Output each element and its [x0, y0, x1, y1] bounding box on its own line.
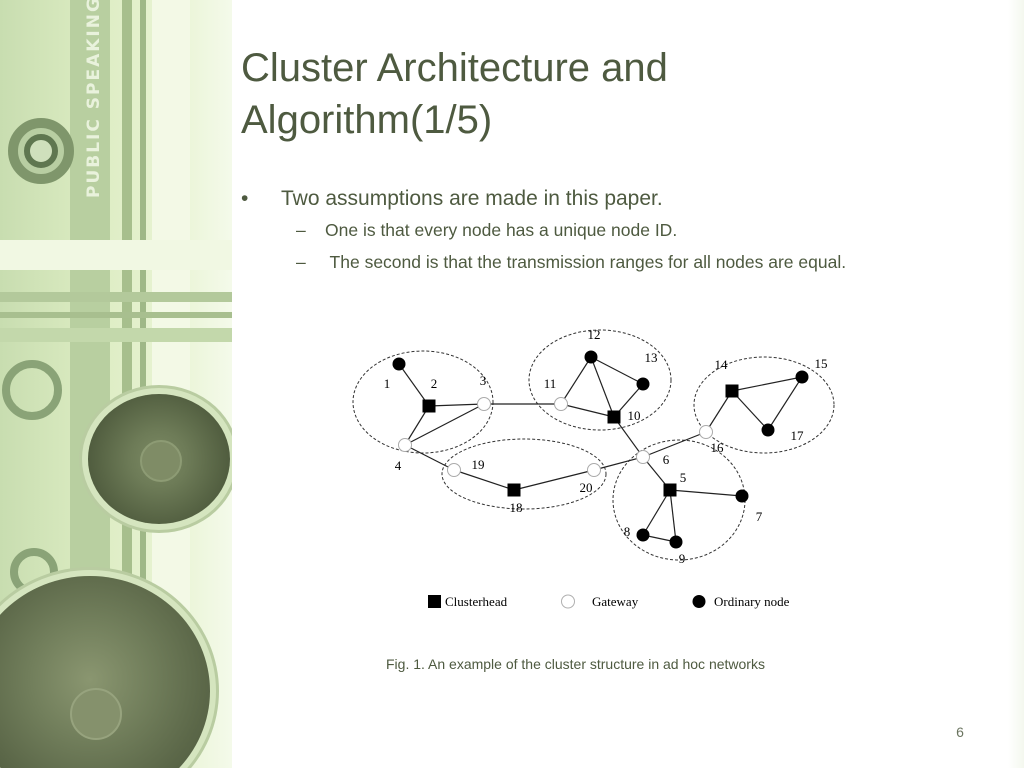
node-label-20: 20 [580, 480, 593, 495]
node-18-clusterhead [507, 483, 521, 497]
cluster-10-boundary [528, 329, 672, 431]
node-label-14: 14 [715, 357, 729, 372]
node-label-12: 12 [588, 327, 601, 342]
bullet-text: Two assumptions are made in this paper. [281, 187, 663, 210]
edge-6-16 [642, 431, 707, 458]
node-17-ordinary [761, 423, 775, 437]
edge-14-16 [705, 390, 733, 433]
sub-bullet-item: – The second is that the transmission ra… [241, 246, 981, 278]
node-1-ordinary [392, 357, 406, 371]
edge-18-20 [513, 469, 595, 491]
diagram-edges [398, 356, 803, 543]
node-label-8: 8 [624, 524, 631, 539]
node-label-1: 1 [384, 376, 391, 391]
node-7-ordinary [735, 489, 749, 503]
edge-2-3 [428, 403, 485, 407]
node-9-ordinary [669, 535, 683, 549]
decorative-ring-icon [8, 118, 74, 184]
slide-title: Cluster Architecture and Algorithm(1/5) [241, 42, 941, 146]
node-label-6: 6 [663, 452, 670, 467]
sub-bullet-marker: – [296, 220, 306, 240]
title-line-2: Algorithm(1/5) [241, 98, 493, 142]
node-2-clusterhead [422, 399, 436, 413]
node-11-gateway [554, 397, 568, 411]
node-label-11: 11 [544, 376, 557, 391]
node-5-clusterhead [663, 483, 677, 497]
title-line-1: Cluster Architecture and [241, 46, 668, 90]
node-label-16: 16 [711, 440, 725, 455]
edge-10-6 [613, 416, 644, 458]
edge-12-13 [590, 356, 644, 385]
page-number: 6 [956, 724, 964, 740]
right-edge-decor [1008, 0, 1024, 768]
bullet-marker: • [241, 187, 249, 210]
edge-11-10 [560, 403, 615, 418]
node-3-gateway [477, 397, 491, 411]
edge-3-4 [404, 403, 485, 446]
figure-caption: Fig. 1. An example of the cluster struct… [386, 656, 765, 672]
node-6-gateway [636, 450, 650, 464]
node-8-ordinary [636, 528, 650, 542]
node-label-15: 15 [815, 356, 828, 371]
diagram-nodes [392, 350, 809, 549]
bullet-item: • Two assumptions are made in this paper… [241, 184, 981, 214]
decorative-side-panel: PUBLIC SPEAKING [0, 0, 232, 768]
legend-gateway-label: Gateway [592, 594, 639, 609]
edge-1-2 [398, 363, 430, 407]
cluster-boundaries [352, 329, 835, 561]
legend-clusterhead-icon [428, 595, 441, 608]
edge-5-8 [642, 489, 671, 536]
node-label-10: 10 [628, 408, 641, 423]
legend-gateway-icon [561, 594, 575, 609]
edge-15-17 [767, 376, 803, 431]
legend-ordinary-icon [692, 595, 706, 608]
node-16-gateway [699, 425, 713, 439]
node-label-4: 4 [395, 458, 402, 473]
node-label-17: 17 [791, 428, 805, 443]
edge-20-6 [593, 456, 644, 471]
node-label-18: 18 [510, 500, 523, 515]
edge-5-9 [669, 489, 677, 543]
edge-5-7 [669, 489, 743, 497]
node-label-3: 3 [480, 373, 487, 388]
decorative-ring-icon [24, 134, 58, 168]
node-19-gateway [447, 463, 461, 477]
diagram-legend: Clusterhead Gateway Ordinary node [428, 594, 790, 609]
edge-12-10 [590, 356, 615, 418]
node-label-19: 19 [472, 457, 485, 472]
node-13-ordinary [636, 377, 650, 391]
bullet-list: • Two assumptions are made in this paper… [241, 184, 981, 278]
decor-vertical-text: PUBLIC SPEAKING [84, 0, 104, 198]
edge-19-18 [453, 469, 515, 491]
node-15-ordinary [795, 370, 809, 384]
cluster-14-boundary [693, 356, 835, 454]
node-label-2: 2 [431, 376, 438, 391]
node-20-gateway [587, 463, 601, 477]
node-label-7: 7 [756, 509, 763, 524]
sub-bullet-item: – One is that every node has a unique no… [241, 214, 981, 246]
legend-ordinary-label: Ordinary node [714, 594, 790, 609]
node-label-13: 13 [645, 350, 658, 365]
legend-clusterhead-label: Clusterhead [445, 594, 508, 609]
node-12-ordinary [584, 350, 598, 364]
edge-14-15 [731, 376, 803, 392]
cluster-18-boundary [441, 438, 607, 510]
sub-bullet-text: The second is that the transmission rang… [325, 252, 847, 272]
decorative-disc-icon [88, 394, 230, 524]
node-label-9: 9 [679, 551, 686, 566]
sub-bullet-marker: – [296, 252, 306, 272]
edge-11-12 [560, 356, 592, 405]
node-10-clusterhead [607, 410, 621, 424]
node-label-5: 5 [680, 470, 687, 485]
decorative-ring-icon [2, 360, 62, 420]
node-14-clusterhead [725, 384, 739, 398]
cluster-2-boundary [352, 350, 494, 454]
node-4-gateway [398, 438, 412, 452]
edge-4-19 [404, 444, 455, 471]
sub-bullet-text: One is that every node has a unique node… [325, 220, 678, 240]
